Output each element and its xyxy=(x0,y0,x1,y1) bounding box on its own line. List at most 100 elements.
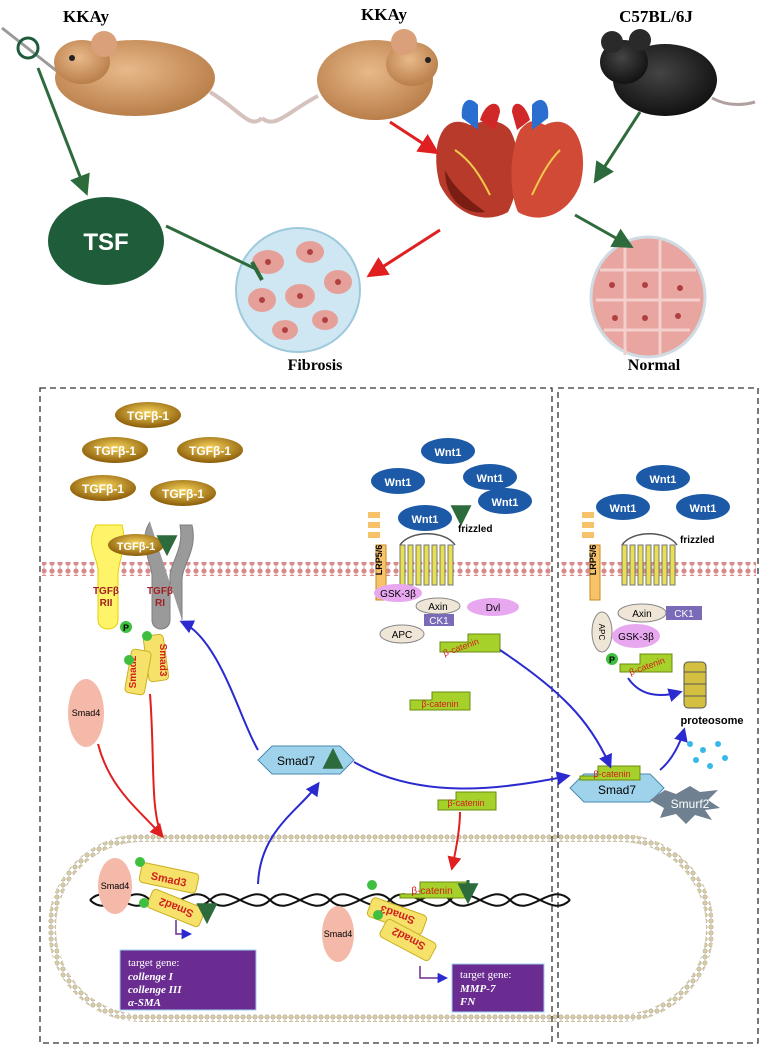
smurf2-label: Smurf2 xyxy=(671,797,710,811)
tgf-ligand-label: TGFβ-1 xyxy=(127,409,169,423)
right-phospho-label: P xyxy=(609,655,615,665)
target1-title: target gene: xyxy=(128,957,179,969)
tgf-ligand-bound xyxy=(108,534,164,556)
nucleus-phospho-dot xyxy=(367,880,377,890)
mouse-left-label: KKAy xyxy=(63,7,109,26)
tsf-label: TSF xyxy=(83,229,128,256)
phospho-dot xyxy=(124,655,134,665)
tgf-ligand-label: TGFβ-1 xyxy=(82,482,124,496)
right-bcatenin-complex-label: β-catenin xyxy=(593,769,630,779)
target2-gene-2: FN xyxy=(459,996,476,1008)
right-apc-node xyxy=(591,611,613,653)
wnt1-label: Wnt1 xyxy=(477,473,504,485)
c57-mouse-icon xyxy=(600,29,756,116)
beta-catenin-node xyxy=(437,791,497,811)
smad4-to-nucleus-arrow xyxy=(97,743,164,839)
bcatenin-label: β-catenin xyxy=(421,699,458,709)
right-wnt1-ligands: Wnt1 Wnt1 Wnt1 xyxy=(596,465,730,520)
lrp-label: LRP5/6 xyxy=(374,545,384,576)
wnt1-label: Wnt1 xyxy=(385,477,412,489)
left-panel-border xyxy=(39,387,553,1044)
nucleus-phospho-dot xyxy=(135,857,145,867)
target1-gene-2: collenge III xyxy=(128,984,182,996)
apc-node xyxy=(379,624,425,644)
tgf-ligand xyxy=(177,437,243,463)
bcatenin-to-nucleus-arrow xyxy=(447,811,462,871)
smad4-cytoplasm xyxy=(68,679,104,747)
right-frizzled-label: frizzled xyxy=(680,535,714,546)
tgf-ligand xyxy=(82,437,148,463)
smad2-smad3-complex xyxy=(124,633,170,696)
wnt1-label: Wnt1 xyxy=(492,497,519,509)
phospho-label: P xyxy=(123,623,129,633)
diseased-heart-icon xyxy=(436,99,519,218)
wnt1-label: Wnt1 xyxy=(435,447,462,459)
smurf2-node xyxy=(650,786,720,824)
right-ck1-label: CK1 xyxy=(674,609,694,620)
right-lrp56-receptor xyxy=(582,512,601,601)
receptor-i-label-1: TGFβ xyxy=(147,586,173,597)
right-lrp-label: LRP5/6 xyxy=(588,545,598,576)
right-smad7-node xyxy=(569,773,665,803)
kkay-mouse-mid-icon xyxy=(260,29,438,124)
dvl-node xyxy=(467,598,519,616)
smad7-to-complex-arrow xyxy=(353,761,571,790)
target1-gene-1: collenge I xyxy=(128,971,174,983)
nucleus-membrane xyxy=(48,834,714,1022)
right-panel-border xyxy=(557,387,759,1044)
right-beta-catenin-node xyxy=(619,653,673,673)
axin-label: Axin xyxy=(428,602,447,613)
nucleus-phospho-dot xyxy=(373,910,383,920)
nucleus-phospho-dot xyxy=(139,898,149,908)
tgf-ligands: TGFβ-1 TGFβ-1 TGFβ-1 TGFβ-1 TGFβ-1 xyxy=(70,402,243,506)
inhibit-bar xyxy=(250,261,264,281)
nucleus-smad4-left xyxy=(98,858,132,914)
target2-title: target gene: xyxy=(460,969,511,981)
wnt1-ligands: Wnt1 Wnt1 Wnt1 Wnt1 Wnt1 xyxy=(371,438,532,531)
nucleus-bcatenin-label: β-catenin xyxy=(411,886,452,897)
gsk-label: GSK-3β xyxy=(380,589,416,600)
tgf-ligand xyxy=(115,402,181,428)
heart-to-fibrosis-arrow xyxy=(366,228,441,278)
frizzled-receptor-icon xyxy=(399,533,456,586)
normal-heart-icon xyxy=(511,99,584,218)
lrp56-receptor xyxy=(368,512,387,601)
nucleus-smad4-right xyxy=(322,906,354,962)
c57-to-heart-arrow xyxy=(593,111,642,184)
bcatenin-to-complex-arrow xyxy=(499,649,612,769)
nucleus-to-smad7-arrow xyxy=(257,781,320,885)
target-gene-connector xyxy=(175,920,193,940)
tgf-ligand-bound-label: TGFβ-1 xyxy=(117,541,156,553)
frizzled-label: frizzled xyxy=(458,524,492,535)
receptor-ii-label-1: TGFβ xyxy=(93,586,119,597)
heart-to-normal-arrow xyxy=(574,213,634,249)
smad7-to-receptor-arrow xyxy=(179,620,259,751)
right-smad7-label: Smad7 xyxy=(598,783,636,797)
tgf-ligand xyxy=(70,475,136,501)
receptor-ii-label-2: RII xyxy=(100,598,113,609)
syringe-to-tsf-arrow xyxy=(36,67,90,196)
nucleus-beta-catenin-node xyxy=(399,881,467,899)
right-frizzled-receptor-icon xyxy=(621,533,678,586)
smad3-label: Smad3 xyxy=(157,644,168,677)
smad23-to-nucleus-arrow xyxy=(149,693,163,837)
mouse-to-heart-arrow xyxy=(389,120,440,155)
dvl-label: Dvl xyxy=(486,603,500,614)
syringe-icon xyxy=(1,26,59,74)
right-apc-label: APC xyxy=(597,624,606,641)
right-ck1-node xyxy=(666,606,702,620)
tgf-ligand xyxy=(150,480,216,506)
fibrosis-label: Fibrosis xyxy=(288,357,343,374)
target-gene-box-2 xyxy=(451,963,545,1013)
tgf-ligand-label: TGFβ-1 xyxy=(162,487,204,501)
right-phospho-dot xyxy=(606,653,618,665)
proteosome-label: proteosome xyxy=(681,715,744,727)
tgf-ligand-label: TGFβ-1 xyxy=(189,444,231,458)
wnt1-label: Wnt1 xyxy=(650,474,677,486)
bcatenin-to-proteosome-arrow xyxy=(627,677,683,702)
tgf-ligand-label: TGFβ-1 xyxy=(94,444,136,458)
right-gsk3b-node xyxy=(612,624,660,648)
right-axin-label: Axin xyxy=(632,609,651,620)
bcatenin-label: β-catenin xyxy=(442,636,480,658)
